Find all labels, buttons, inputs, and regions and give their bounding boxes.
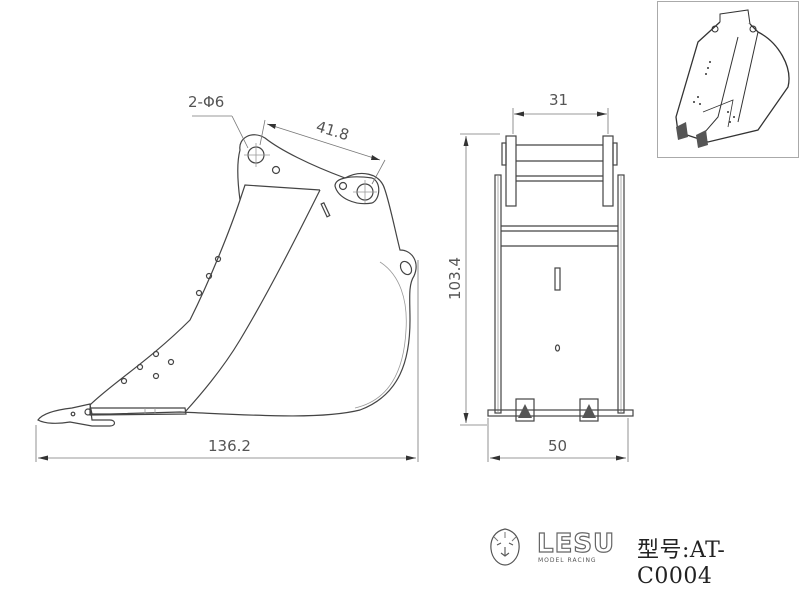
brand-name: LESU bbox=[536, 528, 616, 559]
front-tooth-right bbox=[579, 398, 599, 422]
front-dimensions bbox=[460, 108, 629, 462]
isometric-bucket-icon bbox=[675, 9, 790, 148]
brand-tagline: MODEL RACING bbox=[538, 557, 597, 564]
technical-drawing: 2-Φ6 41.8 136.2 31 103.4 50 bbox=[35, 91, 634, 462]
hole-callout-label: 2-Φ6 bbox=[188, 93, 224, 111]
side-dimensions bbox=[35, 115, 419, 462]
bottom-width-label: 50 bbox=[548, 437, 567, 455]
model-number-label: 型号:AT-C0004 bbox=[637, 538, 726, 589]
height-label: 103.4 bbox=[446, 257, 464, 300]
lion-head-icon bbox=[490, 528, 520, 566]
isometric-view-inset bbox=[657, 1, 799, 158]
front-view-bucket bbox=[487, 135, 634, 422]
top-width-label: 31 bbox=[549, 91, 568, 109]
side-view-bucket bbox=[37, 134, 417, 427]
front-tooth-left bbox=[515, 398, 535, 422]
pin-spacing-label: 41.8 bbox=[314, 117, 351, 144]
overall-length-label: 136.2 bbox=[208, 437, 251, 455]
